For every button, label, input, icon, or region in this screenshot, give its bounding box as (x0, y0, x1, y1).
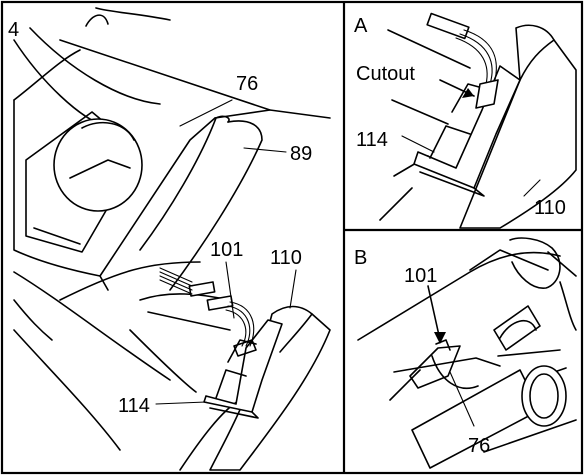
rail-89-inner (139, 117, 217, 251)
bracket-114-slot1 (215, 369, 247, 399)
left-rail-lower (13, 329, 121, 451)
wire-plug-right (206, 295, 234, 311)
knob-highlight (81, 121, 135, 141)
b-tube-end (521, 365, 567, 427)
label-101: 101 (210, 239, 243, 261)
b-frame-top (357, 251, 561, 341)
a-rail-bottom (379, 187, 413, 221)
hood-corner (13, 49, 81, 101)
a-wire-bundle (455, 29, 497, 85)
inset-b: B 101 76 (354, 237, 577, 469)
leader-76 (179, 99, 233, 127)
wire-bundle-left (159, 267, 193, 295)
a-rail-mid (391, 99, 449, 125)
label-76: 76 (236, 73, 258, 95)
bracket-114 (203, 319, 283, 413)
crossbar-top (59, 261, 201, 301)
a-bracket-lip (419, 171, 485, 197)
b-rail-lower-2 (497, 349, 561, 357)
bracket-114-lip (209, 407, 259, 419)
inset-b-letter: B (354, 247, 367, 269)
leader-89 (243, 147, 287, 153)
b-frame-right-edge (559, 281, 577, 331)
left-rail-upper (13, 271, 171, 381)
b-label-76: 76 (468, 435, 490, 457)
inset-a-letter: A (354, 15, 368, 37)
knob-mark (69, 159, 131, 179)
a-upright-110-edge (519, 39, 555, 81)
b-frame-upper-edge (469, 249, 549, 271)
left-rail-mid (13, 299, 53, 341)
leader-114 (155, 401, 207, 405)
b-knob-plate (493, 305, 541, 351)
a-cutout-arrowhead (462, 88, 474, 98)
leader-101 (225, 261, 235, 319)
a-leader-110 (523, 179, 541, 197)
crossbar-bottom (129, 329, 197, 393)
b-roller (509, 237, 561, 289)
leader-110 (289, 269, 297, 309)
b-frame-left-low (389, 369, 421, 401)
a-rail-top (387, 29, 471, 69)
b-bracket (409, 345, 461, 389)
hood-front-edge (99, 117, 216, 277)
main-panel: 4 76 89 101 110 114 (8, 7, 331, 471)
a-label-110: 110 (534, 197, 566, 219)
frame-edge-2 (29, 27, 161, 105)
b-rail-lower-1 (393, 357, 501, 373)
a-wire-plug (426, 12, 470, 40)
step-number: 4 (8, 19, 19, 41)
b-knob (499, 319, 537, 339)
label-110: 110 (270, 247, 302, 269)
label-cutout: Cutout (356, 63, 415, 85)
frame-top-edge (95, 7, 171, 21)
label-114: 114 (118, 395, 150, 417)
hook-top (85, 14, 109, 27)
a-label-114: 114 (356, 129, 388, 151)
b-wire (431, 355, 479, 390)
upright-110-edge (279, 313, 313, 353)
crossbar-lower (147, 311, 231, 331)
a-upright-110 (459, 24, 577, 229)
b-frame-right-top (547, 251, 577, 277)
rail-89-outer (169, 120, 263, 291)
wire-grommet (233, 339, 257, 357)
b-tube-end-inner (529, 373, 559, 419)
hood-top-edge (59, 39, 331, 119)
hood-lip (99, 275, 109, 291)
label-89: 89 (290, 143, 312, 165)
a-bracket-slot1 (429, 125, 471, 159)
b-leader-76 (449, 371, 475, 427)
hood-left-edge (13, 99, 101, 277)
b-label-101: 101 (404, 265, 437, 287)
bracket-114-slot2 (227, 339, 257, 363)
inset-a: A Cutout 114 110 (354, 12, 577, 229)
rail-89-cap (215, 115, 230, 123)
b-rail-bottom (483, 419, 577, 453)
wire-plug-left (188, 281, 216, 297)
a-wire-sleeve (475, 79, 499, 109)
a-leader-114 (401, 135, 435, 153)
hood-recess-inner (33, 227, 81, 245)
b-leader-101 (427, 285, 441, 341)
b-arrowhead-101 (434, 332, 446, 344)
